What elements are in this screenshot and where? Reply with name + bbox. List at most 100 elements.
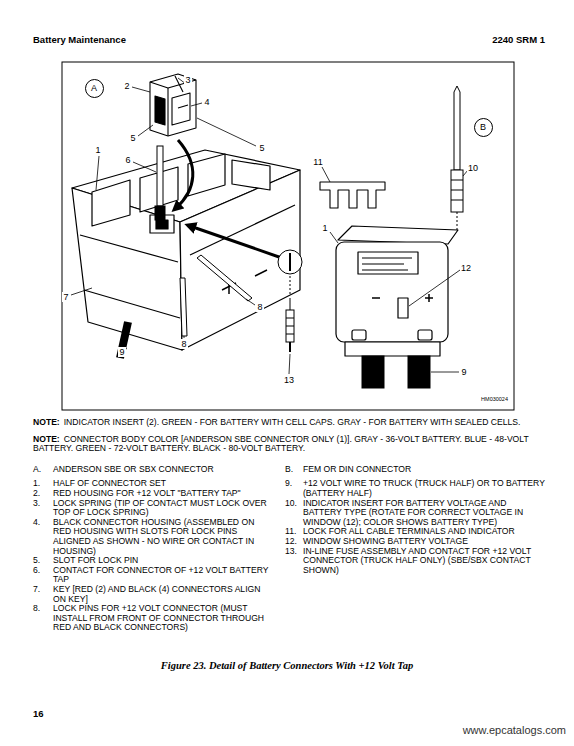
din-connector-body-part [418, 330, 432, 340]
callout-number: 13 [283, 375, 295, 385]
red-black-housing-part [178, 105, 188, 108]
inline-fuse-part [289, 342, 291, 352]
view-letter: A [91, 83, 97, 93]
view-letter-circle: A [85, 79, 104, 98]
lock-pin-part [180, 278, 187, 336]
inline-fuse-part [286, 318, 294, 319]
indicator-insert-part [451, 190, 463, 191]
polarity-symbol-part [255, 270, 267, 276]
note-text: INDICATOR INSERT (2). GREEN - FOR BATTER… [33, 418, 545, 428]
legend-text: SLOT FOR LOCK PIN [53, 556, 273, 566]
legend-number: 4. [33, 518, 40, 528]
contact-pin [155, 146, 165, 220]
callout-number: 8 [180, 339, 187, 349]
indicator-insert-part [451, 170, 463, 212]
legend-number: 3. [33, 499, 40, 509]
din-connector-body-part [398, 298, 408, 318]
leader-line-part [184, 336, 185, 338]
page-number: 16 [33, 708, 44, 719]
indicator-insert-part [451, 200, 463, 201]
leader-line-part [289, 354, 290, 374]
din-connector-body-part [362, 263, 404, 264]
din-connector-body-part [352, 330, 366, 340]
anderson-connector-body-part [92, 180, 130, 226]
detail-circle-part [290, 276, 291, 296]
red-black-housing [150, 74, 196, 136]
din-connector-body-part [336, 242, 448, 342]
din-connector-body-part [362, 257, 412, 258]
note-text: CONNECTOR BODY COLOR [ANDERSON SBE CONNE… [33, 435, 545, 454]
leader-line-part [431, 372, 459, 373]
callout-number: 9 [460, 367, 467, 377]
callout-number: 4 [203, 97, 210, 107]
callout-number: 3 [184, 75, 191, 85]
red-black-housing-part [155, 96, 165, 125]
legend-text: INDICATOR INSERT FOR BATTERY VOLTAGE AND… [303, 499, 545, 528]
view-letter: B [480, 122, 486, 132]
callout-number: 6 [124, 155, 131, 165]
callout-number: 8 [256, 302, 263, 312]
leader-line-part [409, 270, 460, 306]
contact-pin-part [155, 206, 165, 220]
detail-circle-part [289, 253, 291, 271]
din-connector-body-part [338, 226, 458, 244]
indicator-insert-part [451, 180, 463, 181]
anderson-connector-body-part [80, 235, 178, 262]
cable-lug [362, 356, 430, 388]
legend-number: 11. [285, 527, 296, 537]
red-black-housing-part [150, 74, 196, 136]
legend-text: RED HOUSING FOR +12 VOLT "BATTERY TAP" [53, 489, 273, 499]
view-letter-circle: B [474, 118, 493, 137]
callout-number: 10 [467, 163, 479, 173]
detail-circle-part [278, 250, 302, 274]
leader-line-part [71, 288, 92, 295]
leader-line-part [138, 125, 153, 136]
note-heading: NOTE: [33, 418, 60, 428]
contact-pin-part [157, 146, 163, 206]
legend-text: IN-LINE FUSE ASSEMBLY AND CONTACT FOR +1… [303, 547, 545, 576]
din-connector-body-part [428, 294, 430, 302]
din-connector-body-part [362, 269, 408, 270]
callout-number: 11 [312, 157, 323, 167]
inline-fuse-part [290, 298, 291, 310]
callout-number: 5 [258, 143, 265, 153]
legend-number: 9. [285, 479, 292, 489]
anderson-connector-body-part [232, 160, 270, 190]
lock-pin-part [197, 255, 252, 301]
leader-line-part [197, 118, 256, 146]
assembly-arrow [176, 140, 282, 258]
detail-circle [278, 250, 302, 296]
assembly-arrow-part [176, 140, 193, 208]
anderson-connector-body-part [84, 290, 180, 318]
section-title: Battery Maintenance [33, 34, 126, 45]
legend-number: 6. [33, 566, 40, 576]
inline-fuse-part [286, 334, 294, 335]
inline-fuse-part [286, 310, 294, 342]
terminal-lock-part [320, 182, 385, 208]
legend-number: 12. [285, 537, 297, 547]
legend-number: 7. [33, 585, 40, 595]
leader-line-part [330, 232, 338, 243]
legend-number: 5. [33, 556, 40, 566]
figure-caption: Figure 23. Detail of Battery Connectors … [161, 660, 413, 671]
indicator-insert-part [454, 86, 460, 170]
cable-lug-part [408, 356, 430, 388]
view-name: FEM OR DIN CONNECTOR [303, 465, 545, 475]
legend-number: 8. [33, 604, 40, 614]
lock-pin [180, 255, 252, 336]
red-black-housing-part [172, 93, 190, 125]
din-connector-body [336, 226, 458, 356]
callout-number: 7 [62, 292, 69, 302]
manual-code: 2240 SRM 1 [492, 34, 545, 45]
view-letter: A. [33, 465, 41, 475]
legend-text: LOCK FOR ALL CABLE TERMINALS AND INDICAT… [303, 527, 545, 537]
leader-line-part [191, 103, 202, 106]
legend-text: LOCK SPRING (TIP OF CONTACT MUST LOCK OV… [53, 499, 273, 518]
din-connector-body-part [345, 342, 440, 356]
legend-text: +12 VOLT WIRE TO TRUCK (TRUCK HALF) OR T… [303, 479, 545, 498]
leader-line-part [246, 299, 255, 305]
inline-fuse-part [286, 326, 294, 327]
legend-number: 2. [33, 489, 40, 499]
indicator-insert-part [457, 212, 458, 232]
